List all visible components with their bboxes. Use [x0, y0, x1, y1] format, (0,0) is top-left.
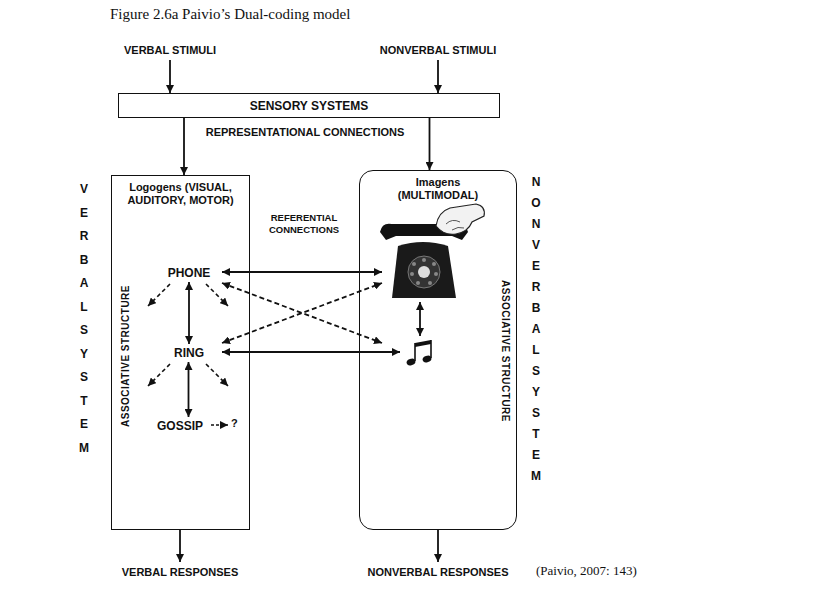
- verbal-system-box: Logogens (VISUAL, AUDITORY, MOTOR) ASSOCI…: [111, 175, 250, 530]
- stimulus-arrow: [437, 60, 439, 93]
- structure-label: ASSOCIATIVE STRUCTURE: [500, 280, 511, 422]
- associative-arrow-dashed: [206, 284, 228, 306]
- referential-arrow-dashed: [222, 283, 382, 343]
- response-label: NONVERBAL RESPONSES: [368, 566, 509, 578]
- system-heading: Logogens (VISUAL, AUDITORY, MOTOR): [120, 181, 242, 207]
- associative-arrow-dashed: [148, 364, 170, 386]
- response-label: VERBAL RESPONSES: [122, 566, 239, 578]
- connection-label: REPRESENTATIONAL CONNECTIONS: [206, 126, 405, 138]
- stimulus-label: VERBAL STIMULI: [124, 44, 216, 56]
- image-arrow: [419, 302, 421, 336]
- referential-arrow: [222, 271, 382, 273]
- connector-arrow: [188, 362, 190, 417]
- sound-symbol: [406, 340, 433, 367]
- sensory-box: SENSORY SYSTEMS: [118, 93, 500, 118]
- figure-title: Figure 2.6a Paivio’s Dual-coding model: [110, 6, 350, 23]
- logogen-word: RING: [170, 344, 208, 362]
- stimulus-label: NONVERBAL STIMULI: [380, 44, 497, 56]
- response-arrow: [437, 530, 439, 562]
- associative-arrow-dashed: [211, 424, 228, 426]
- associative-arrow-dashed: [206, 364, 228, 386]
- response-arrow: [179, 530, 181, 562]
- telephone-image: [380, 204, 484, 298]
- box-label: SENSORY SYSTEMS: [250, 99, 369, 113]
- nonverbal-system-box: Imagens (MULTIMODAL) ASSOCIATIVE STRUCTUR…: [359, 170, 517, 530]
- unknown-mark: ?: [231, 417, 238, 429]
- connector-arrow: [429, 118, 431, 170]
- referential-arrow-dashed: [222, 283, 382, 343]
- structure-label: ASSOCIATIVE STRUCTURE: [120, 285, 131, 427]
- connector-arrow: [188, 282, 190, 344]
- associative-arrow-dashed: [148, 284, 170, 306]
- word-label: GOSSIP: [157, 419, 203, 433]
- logogen-word: PHONE: [164, 264, 215, 282]
- system-label: VERBAL SYSTEM: [78, 178, 90, 460]
- citation: (Paivio, 2007: 143): [536, 563, 637, 579]
- logogen-word: GOSSIP: [153, 417, 207, 435]
- system-heading: Imagens (MULTIMODAL): [383, 176, 493, 202]
- connector-arrow: [183, 118, 185, 175]
- word-label: PHONE: [168, 266, 211, 280]
- referential-arrow: [222, 351, 400, 353]
- word-label: RING: [174, 346, 204, 360]
- system-label: NONVERBAL SYSTEM: [530, 172, 542, 487]
- connection-label: REFERENTIAL CONNECTIONS: [252, 212, 356, 236]
- stimulus-arrow: [169, 60, 171, 93]
